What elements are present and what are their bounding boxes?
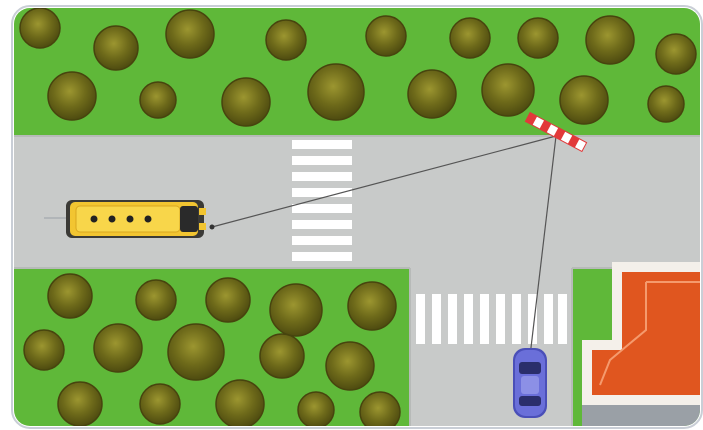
road-vertical [410, 268, 572, 428]
car-icon [513, 348, 547, 418]
school-bus-icon [44, 200, 206, 238]
